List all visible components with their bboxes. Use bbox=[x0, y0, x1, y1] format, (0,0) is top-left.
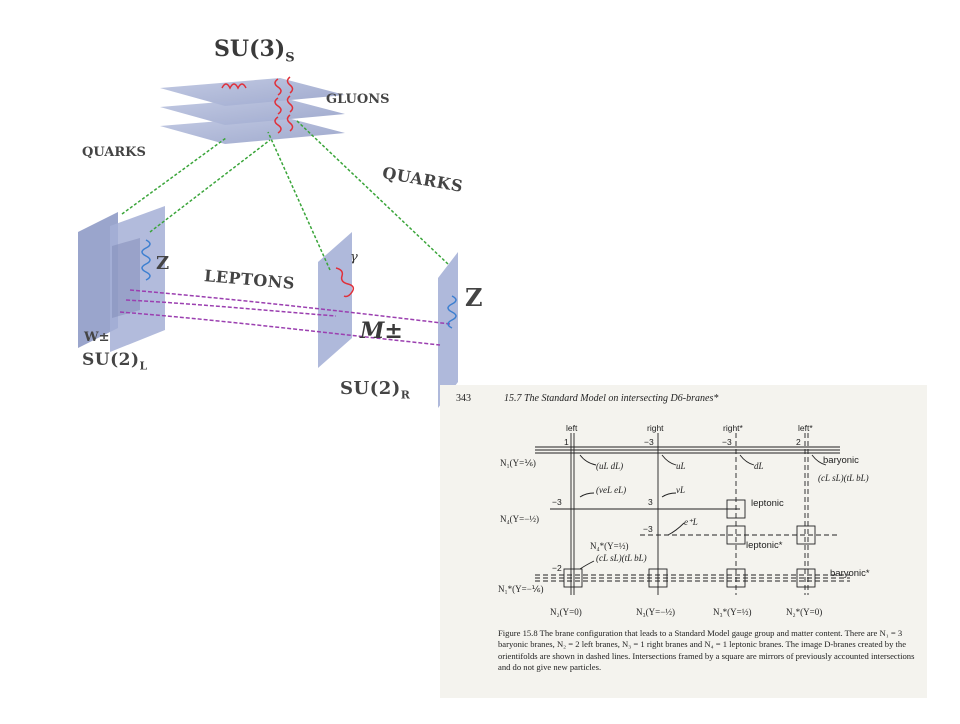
quarks-left-label: QUARKS bbox=[82, 145, 146, 160]
su3-label: SU(3)S bbox=[214, 36, 295, 66]
su2r-brane-middle bbox=[318, 232, 352, 368]
particle-cs-tb-bottom: (cL sL)(tL bL) bbox=[596, 553, 647, 563]
su2r-label: SU(2)R bbox=[340, 378, 411, 402]
z-left-label: Z bbox=[156, 253, 170, 274]
su2l-label: SU(2)L bbox=[82, 350, 148, 373]
page-number: 343 bbox=[456, 393, 471, 404]
quark-string-3 bbox=[267, 131, 331, 271]
page-title: 15.7 The Standard Model on intersecting … bbox=[504, 393, 719, 404]
col-left-label: left bbox=[566, 423, 578, 433]
figure-caption: Figure 15.8 The brane configuration that… bbox=[498, 628, 915, 673]
quark-string-1 bbox=[121, 137, 227, 215]
particle-dL: dL bbox=[754, 461, 764, 471]
particle-cs-tb-top: (cL sL)(tL bL) bbox=[818, 473, 869, 483]
mirror-box-2 bbox=[726, 525, 746, 545]
num-m2: −2 bbox=[552, 563, 562, 573]
right-brane bbox=[438, 252, 458, 408]
arrow-4 bbox=[811, 454, 827, 466]
mirror-box-3 bbox=[796, 525, 816, 545]
mirror-box-7 bbox=[796, 568, 816, 588]
particle-nu-eL: (νeL eL) bbox=[596, 485, 627, 495]
su3-brane-mid bbox=[160, 97, 345, 125]
su2l-brane-back bbox=[78, 212, 118, 348]
lepton-string-3 bbox=[125, 299, 337, 317]
z-right-label: Z bbox=[465, 283, 484, 312]
particle-uL-dL: (uL dL) bbox=[596, 461, 624, 471]
w-label: W± bbox=[84, 330, 110, 345]
su3-brane-top bbox=[160, 78, 345, 106]
col-right-star-label: right* bbox=[723, 423, 743, 433]
arrow-2 bbox=[661, 454, 677, 466]
arrow-3 bbox=[739, 454, 755, 466]
particle-uL: uL bbox=[676, 461, 686, 471]
num-3: 3 bbox=[648, 497, 653, 507]
num-m3-a: −3 bbox=[644, 437, 654, 447]
arrow-8 bbox=[579, 560, 595, 570]
su3-brane-stack bbox=[160, 78, 345, 144]
tag-leptonic: leptonic bbox=[751, 498, 784, 509]
row-n1s-label: N₁*(Y=−⅙) bbox=[498, 584, 544, 594]
quark-string-4 bbox=[295, 119, 449, 265]
col-left-star-label: left* bbox=[798, 423, 813, 433]
bottom-n3s-label: N₃*(Y=½) bbox=[713, 607, 752, 617]
bottom-n3-label: N₃(Y=−½) bbox=[636, 607, 676, 617]
num-2: 2 bbox=[796, 437, 801, 447]
gamma-label: γ bbox=[350, 250, 358, 265]
z-string-left bbox=[141, 239, 151, 281]
su2l-branes bbox=[78, 206, 165, 352]
arrow-1 bbox=[579, 454, 597, 466]
lepton-string-1 bbox=[129, 289, 451, 325]
bottom-n2s-label: N₂*(Y=0) bbox=[786, 607, 823, 617]
mirror-box-4 bbox=[563, 568, 583, 588]
tag-leptonic-star: leptonic* bbox=[746, 540, 783, 551]
tag-baryonic: baryonic bbox=[823, 455, 859, 466]
gluon-string-side bbox=[274, 78, 282, 134]
intersection-grid bbox=[535, 433, 850, 595]
lepton-string-2 bbox=[119, 311, 441, 346]
bottom-n2-label: N₂(Y=0) bbox=[550, 607, 582, 617]
mirror-box-6 bbox=[726, 568, 746, 588]
m-label: M± bbox=[360, 318, 403, 344]
gluon-string-side-2 bbox=[286, 76, 294, 132]
su2l-brane-shade bbox=[112, 238, 140, 318]
row-n4s-label: N₄*(Y=½) bbox=[590, 541, 629, 551]
z-string-right bbox=[447, 295, 457, 329]
mirror-box-5 bbox=[648, 568, 668, 588]
tag-baryonic-star: baryonic* bbox=[830, 568, 870, 579]
book-figure-page: 343 15.7 The Standard Model on intersect… bbox=[440, 385, 927, 698]
num-1: 1 bbox=[564, 437, 569, 447]
mirror-box-1 bbox=[726, 499, 746, 519]
arrow-6 bbox=[661, 492, 677, 498]
row-n4-label: N₄(Y=−½) bbox=[500, 514, 540, 524]
num-m3-c: −3 bbox=[552, 497, 562, 507]
row-n1-label: N₁(Y=⅙) bbox=[500, 458, 536, 468]
arrow-5 bbox=[579, 492, 595, 498]
gluons-label: GLUONS bbox=[326, 92, 390, 107]
num-m3-b: −3 bbox=[722, 437, 732, 447]
arrow-7 bbox=[667, 522, 685, 536]
quark-string-2 bbox=[149, 139, 271, 233]
num-m3-d: −3 bbox=[643, 524, 653, 534]
photon-string bbox=[335, 267, 355, 298]
gluon-string-top bbox=[221, 83, 247, 90]
particle-eL-plus: e⁺L bbox=[684, 517, 698, 527]
particle-nuL: νL bbox=[676, 485, 685, 495]
col-right-label: right bbox=[647, 423, 664, 433]
strings bbox=[119, 76, 457, 346]
